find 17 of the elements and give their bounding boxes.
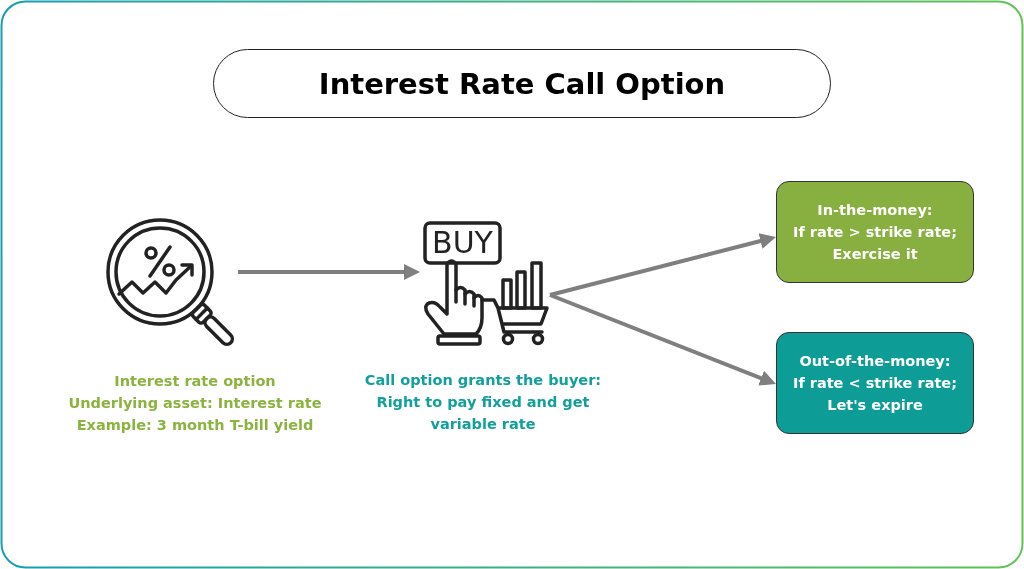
caption-text: Right to pay fixed and get variable rate bbox=[375, 393, 591, 434]
box-text: Out-of-the-money: bbox=[799, 352, 951, 371]
arrow bbox=[549, 293, 776, 386]
box-text: If rate < strike rate; bbox=[793, 374, 957, 393]
outcome-box bbox=[776, 332, 974, 434]
box-text: Let's expire bbox=[827, 396, 923, 415]
arrow bbox=[238, 264, 420, 280]
box-text: Exercise it bbox=[832, 245, 918, 264]
caption-text: Example: 3 month T-bill yield bbox=[75, 416, 315, 435]
sign-text: BUY bbox=[431, 224, 494, 262]
box-text: In-the-money: bbox=[817, 201, 933, 220]
caption-text: Call option grants the buyer: bbox=[363, 371, 603, 390]
box-text: If rate > strike rate; bbox=[793, 223, 957, 242]
arrow bbox=[549, 233, 776, 297]
caption-text: Underlying asset: Interest rate bbox=[67, 394, 323, 413]
caption-text: Interest rate option bbox=[113, 372, 277, 391]
outcome-box bbox=[776, 181, 974, 283]
